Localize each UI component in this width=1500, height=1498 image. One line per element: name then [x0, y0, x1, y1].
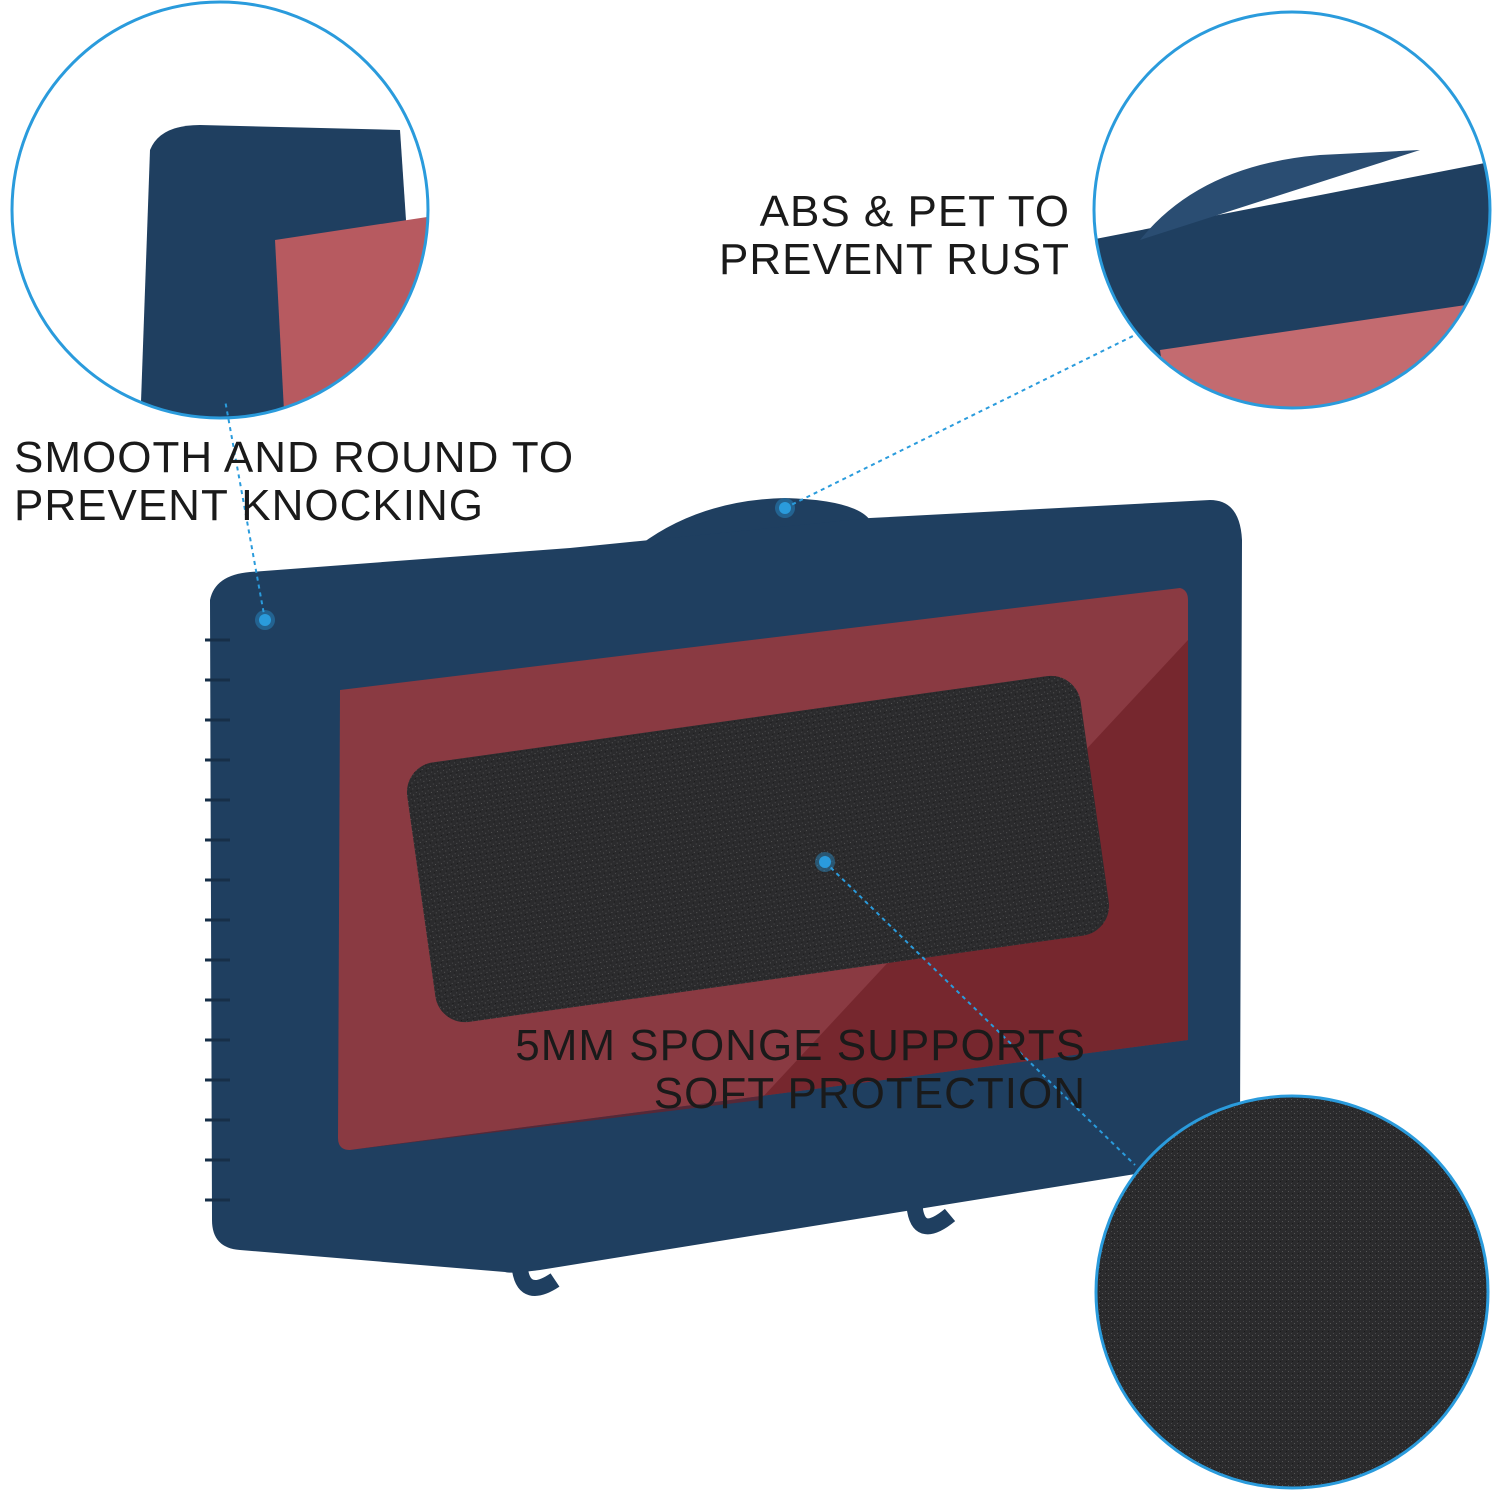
sponge-pad	[406, 675, 1110, 1023]
callout-sponge-line1: 5MM SPONGE SUPPORTS	[515, 1021, 1086, 1070]
detail-sponge	[1096, 1096, 1488, 1488]
callout-material-line2: PREVENT RUST	[718, 235, 1070, 284]
detail-material	[1094, 12, 1490, 408]
callout-corner: SMOOTH AND ROUND TO PREVENT KNOCKING	[14, 434, 574, 530]
callout-corner-line2: PREVENT KNOCKING	[14, 481, 484, 530]
callout-sponge: 5MM SPONGE SUPPORTS SOFT PROTECTION	[515, 1022, 1086, 1118]
callout-sponge-line2: SOFT PROTECTION	[653, 1069, 1086, 1118]
callout-material-line1: ABS & PET TO	[759, 187, 1070, 236]
callout-lines	[224, 334, 1136, 1166]
callout-dots	[255, 498, 835, 872]
callout-corner-line1: SMOOTH AND ROUND TO	[14, 433, 575, 482]
detail-corner	[12, 2, 428, 418]
callout-material: ABS & PET TO PREVENT RUST	[719, 188, 1070, 284]
phone-holder-box	[205, 498, 1242, 1296]
